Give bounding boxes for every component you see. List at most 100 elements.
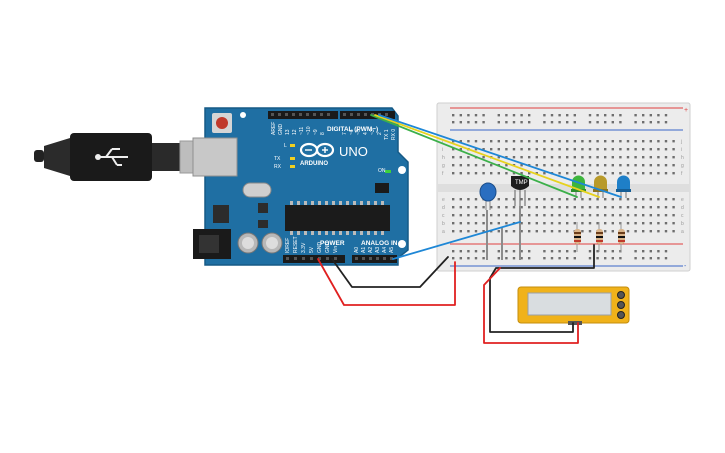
- breadboard-hole[interactable]: [474, 121, 478, 124]
- breadboard-hole[interactable]: [543, 164, 546, 167]
- breadboard-hole[interactable]: [664, 250, 668, 253]
- breadboard-hole[interactable]: [543, 222, 546, 225]
- breadboard-hole[interactable]: [467, 121, 470, 124]
- breadboard-hole[interactable]: [558, 250, 561, 253]
- breadboard-hole[interactable]: [657, 214, 660, 217]
- breadboard-hole[interactable]: [566, 206, 569, 209]
- breadboard-hole[interactable]: [588, 172, 592, 175]
- breadboard-hole[interactable]: [642, 140, 645, 143]
- breadboard-hole[interactable]: [604, 250, 607, 253]
- breadboard-hole[interactable]: [543, 257, 546, 260]
- breadboard-hole[interactable]: [672, 172, 675, 175]
- breadboard-hole[interactable]: [588, 114, 592, 117]
- breadboard-hole[interactable]: [467, 230, 470, 233]
- breadboard-hole[interactable]: [520, 114, 523, 117]
- breadboard-hole[interactable]: [459, 140, 462, 143]
- breadboard-hole[interactable]: [528, 257, 531, 260]
- breadboard-hole[interactable]: [649, 164, 652, 167]
- breadboard-hole[interactable]: [619, 206, 622, 209]
- breadboard-hole[interactable]: [558, 230, 561, 233]
- breadboard-hole[interactable]: [535, 214, 538, 217]
- breadboard-hole[interactable]: [520, 172, 523, 175]
- breadboard-hole[interactable]: [459, 230, 462, 233]
- breadboard-hole[interactable]: [482, 257, 485, 260]
- breadboard-hole[interactable]: [543, 250, 546, 253]
- breadboard-hole[interactable]: [558, 172, 561, 175]
- breadboard-hole[interactable]: [459, 172, 462, 175]
- breadboard-hole[interactable]: [543, 148, 546, 151]
- breadboard-hole[interactable]: [528, 121, 531, 124]
- breadboard-hole[interactable]: [490, 140, 493, 143]
- breadboard-hole[interactable]: [573, 172, 576, 175]
- breadboard-hole[interactable]: [482, 206, 485, 209]
- breadboard-hole[interactable]: [626, 206, 630, 209]
- breadboard-hole[interactable]: [573, 206, 576, 209]
- breadboard-hole[interactable]: [664, 121, 668, 124]
- breadboard-hole[interactable]: [497, 230, 500, 233]
- breadboard-hole[interactable]: [619, 222, 622, 225]
- breadboard-hole[interactable]: [581, 222, 584, 225]
- breadboard-hole[interactable]: [566, 172, 569, 175]
- breadboard-hole[interactable]: [452, 230, 455, 233]
- breadboard-hole[interactable]: [474, 230, 478, 233]
- resistor[interactable]: [596, 222, 603, 252]
- breadboard-hole[interactable]: [588, 156, 592, 159]
- breadboard-hole[interactable]: [588, 198, 592, 201]
- breadboard-hole[interactable]: [543, 172, 546, 175]
- breadboard-hole[interactable]: [672, 164, 675, 167]
- breadboard-hole[interactable]: [490, 206, 493, 209]
- breadboard-hole[interactable]: [467, 222, 470, 225]
- breadboard-hole[interactable]: [566, 140, 569, 143]
- breadboard-hole[interactable]: [543, 214, 546, 217]
- breadboard-hole[interactable]: [619, 140, 622, 143]
- breadboard-hole[interactable]: [528, 156, 531, 159]
- breadboard-hole[interactable]: [581, 148, 584, 151]
- breadboard-hole[interactable]: [528, 222, 531, 225]
- breadboard-hole[interactable]: [634, 250, 637, 253]
- breadboard-hole[interactable]: [604, 172, 607, 175]
- breadboard-hole[interactable]: [535, 156, 538, 159]
- breadboard-hole[interactable]: [634, 214, 637, 217]
- breadboard-hole[interactable]: [543, 114, 546, 117]
- breadboard-hole[interactable]: [611, 222, 614, 225]
- breadboard-hole[interactable]: [474, 114, 478, 117]
- breadboard-hole[interactable]: [672, 214, 675, 217]
- breadboard-hole[interactable]: [642, 230, 645, 233]
- breadboard-hole[interactable]: [566, 164, 569, 167]
- breadboard-hole[interactable]: [634, 230, 637, 233]
- breadboard-hole[interactable]: [497, 148, 500, 151]
- breadboard-hole[interactable]: [497, 257, 500, 260]
- breadboard-hole[interactable]: [626, 140, 630, 143]
- breadboard-hole[interactable]: [642, 214, 645, 217]
- breadboard-hole[interactable]: [452, 164, 455, 167]
- breadboard-hole[interactable]: [672, 206, 675, 209]
- breadboard-hole[interactable]: [626, 222, 630, 225]
- breadboard-hole[interactable]: [452, 214, 455, 217]
- breadboard-hole[interactable]: [634, 172, 637, 175]
- breadboard-hole[interactable]: [642, 250, 645, 253]
- breadboard-hole[interactable]: [459, 164, 462, 167]
- breadboard-hole[interactable]: [619, 164, 622, 167]
- breadboard-hole[interactable]: [558, 164, 561, 167]
- breadboard-hole[interactable]: [505, 148, 508, 151]
- breadboard-hole[interactable]: [452, 140, 455, 143]
- breadboard-hole[interactable]: [505, 230, 508, 233]
- breadboard-hole[interactable]: [672, 222, 675, 225]
- breadboard-hole[interactable]: [588, 230, 592, 233]
- breadboard-hole[interactable]: [657, 172, 660, 175]
- breadboard-hole[interactable]: [649, 222, 652, 225]
- breadboard-hole[interactable]: [573, 121, 576, 124]
- breadboard-hole[interactable]: [657, 156, 660, 159]
- breadboard-hole[interactable]: [497, 250, 500, 253]
- breadboard-hole[interactable]: [672, 156, 675, 159]
- breadboard-hole[interactable]: [535, 198, 538, 201]
- breadboard-hole[interactable]: [452, 206, 455, 209]
- breadboard-hole[interactable]: [566, 222, 569, 225]
- breadboard-hole[interactable]: [649, 121, 652, 124]
- breadboard-hole[interactable]: [626, 156, 630, 159]
- breadboard-hole[interactable]: [512, 257, 516, 260]
- breadboard-hole[interactable]: [619, 198, 622, 201]
- breadboard-hole[interactable]: [482, 114, 485, 117]
- breadboard-hole[interactable]: [474, 222, 478, 225]
- breadboard-hole[interactable]: [611, 206, 614, 209]
